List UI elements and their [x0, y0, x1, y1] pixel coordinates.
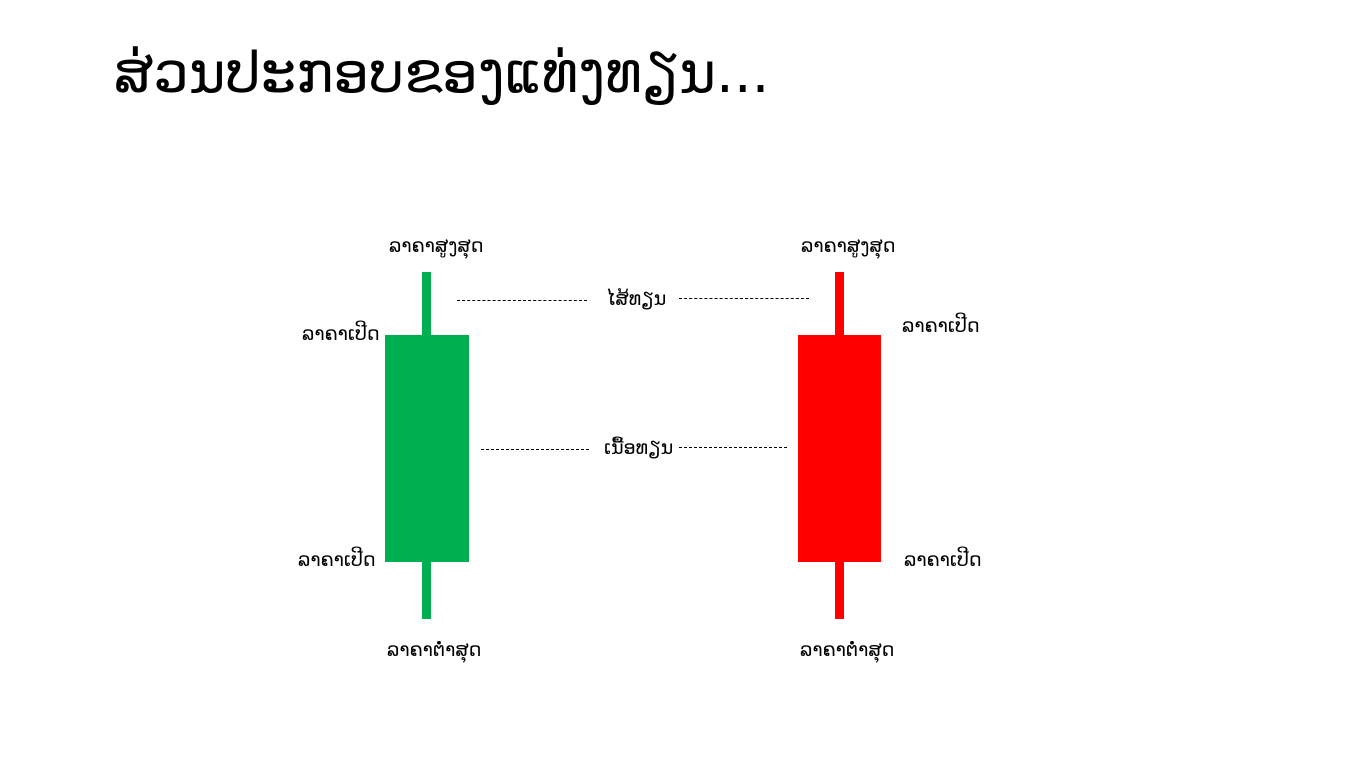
green-low-label: ລາຄາຕ່ຳສຸດ [387, 639, 482, 661]
green-candle-body [385, 335, 469, 562]
red-high-label: ລາຄາສູງສຸດ [801, 235, 896, 257]
wick-leader-line-right [679, 298, 809, 299]
red-lower-wick [835, 561, 844, 619]
red-upper-wick [835, 272, 844, 336]
wick-annotation-label: ໄສ້ທຽນ [606, 288, 667, 310]
green-high-label: ລາຄາສູງສຸດ [389, 235, 484, 257]
body-leader-line-left [481, 449, 589, 450]
green-lower-wick [422, 561, 431, 619]
wick-leader-line-left [457, 300, 587, 301]
green-open-label-top: ລາຄາເປີດ [302, 323, 380, 345]
body-annotation-label: ເນື້ອທຽນ [604, 437, 674, 459]
red-low-label: ລາຄາຕ່ຳສຸດ [800, 639, 895, 661]
green-open-label-bottom: ລາຄາເປີດ [298, 549, 376, 571]
red-candle-body [798, 335, 881, 562]
red-open-label-bottom: ລາຄາເປີດ [904, 549, 982, 571]
red-open-label-top: ລາຄາເປີດ [902, 315, 980, 337]
green-upper-wick [422, 272, 431, 336]
body-leader-line-right [679, 447, 787, 448]
slide-title: ສ່ວນປະກອບຂອງແທ່ງທຽນ... [114, 41, 770, 106]
